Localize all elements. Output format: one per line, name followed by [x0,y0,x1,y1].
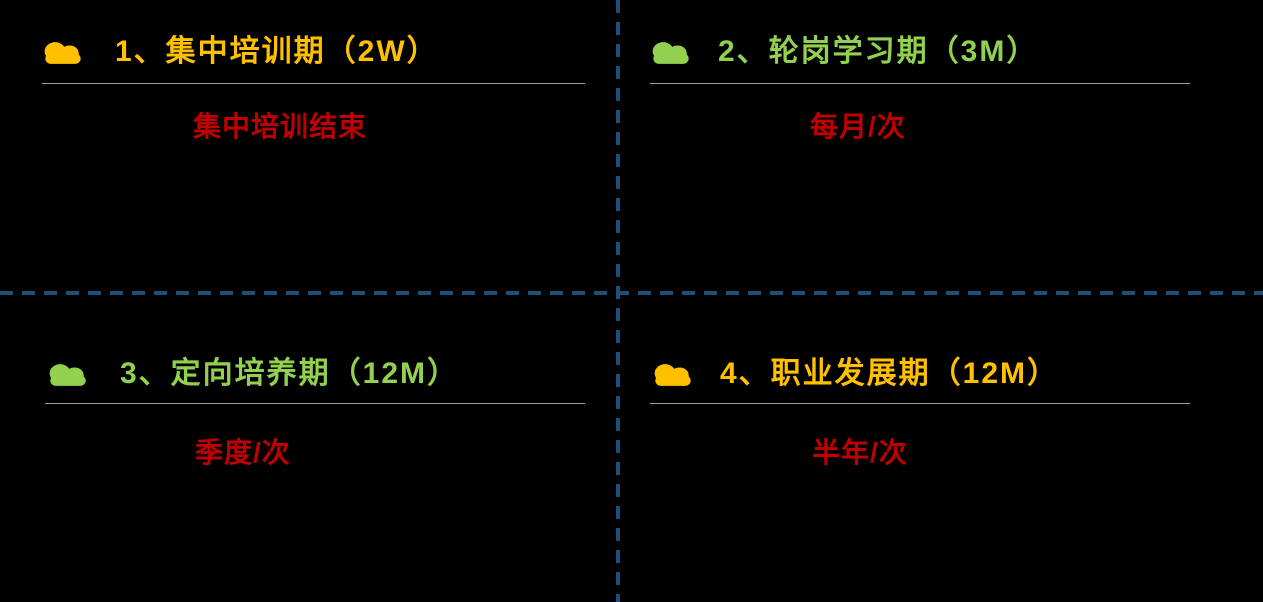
cloud-icon [652,42,689,64]
horizontal-dashed-divider [0,291,1263,295]
quadrant-4-title: 4、职业发展期（12M） [720,357,1060,390]
quadrant-3-title: 3、定向培养期（12M） [120,357,460,390]
quadrant-1-title: 1、集中培训期（2W） [115,35,439,68]
cloud-icon [44,42,81,64]
quadrant-2-title: 2、轮岗学习期（3M） [718,35,1039,68]
quadrant-4-subtitle: 半年/次 [812,437,908,468]
quadrant-4-underline [650,403,1190,404]
quadrant-4-header: 4、职业发展期（12M） [650,358,1190,390]
quadrant-2-subtitle: 每月/次 [810,111,906,142]
quadrant-2-underline [650,83,1190,84]
quadrant-1-concentrated-training: 1、集中培训期（2W） 集中培训结束 [42,36,585,142]
quadrant-3-subtitle: 季度/次 [195,437,291,468]
quadrant-4-career-development: 4、职业发展期（12M） 半年/次 [650,358,1190,468]
quadrant-3-directed-cultivation: 3、定向培养期（12M） 季度/次 [45,358,585,468]
cloud-icon [49,364,86,386]
quadrant-1-underline [42,83,585,84]
quadrant-3-underline [45,403,585,404]
quadrant-2-header: 2、轮岗学习期（3M） [650,36,1190,68]
quadrant-1-header: 1、集中培训期（2W） [42,36,585,68]
quadrant-1-subtitle: 集中培训结束 [193,111,368,142]
quadrant-3-header: 3、定向培养期（12M） [45,358,585,390]
cloud-icon [654,364,691,386]
vertical-dashed-divider [616,0,620,602]
quadrant-2-rotation-learning: 2、轮岗学习期（3M） 每月/次 [650,36,1190,142]
